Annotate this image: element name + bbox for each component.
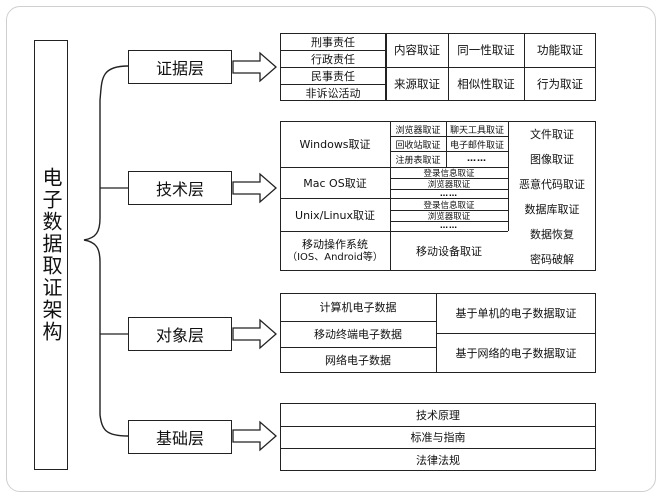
macos-forensics: Mac OS取证 — [303, 176, 367, 190]
password-cracking: 密码破解 — [530, 252, 574, 266]
computer-data: 计算机电子数据 — [319, 301, 397, 314]
layer-foundation-label: 基础层 — [155, 429, 204, 448]
win-chat-forensics: 聊天工具取证 — [449, 125, 504, 136]
win-more: …… — [467, 154, 487, 164]
win-email-forensics: 电子邮件取证 — [449, 140, 504, 151]
network-based-forensics: 基于网络的电子数据取证 — [455, 347, 577, 360]
win-registry-forensics: 注册表取证 — [395, 155, 441, 166]
similarity-forensics: 相似性取证 — [457, 77, 515, 91]
mac-browser-forensics: 浏览器取证 — [427, 179, 471, 190]
behavior-forensics: 行为取证 — [537, 77, 583, 91]
network-data: 网络电子数据 — [325, 354, 391, 367]
data-recovery: 数据恢复 — [530, 227, 574, 241]
win-browser-forensics: 浏览器取证 — [395, 125, 441, 136]
liability-criminal: 刑事责任 — [311, 35, 355, 49]
foundation-box — [280, 403, 596, 471]
layer-evidence-label: 证据层 — [155, 59, 204, 78]
layer-object-label: 对象层 — [155, 326, 204, 345]
mobile-os-cell: 移动操作系统 （IOS、Android等） — [280, 231, 390, 271]
architecture-title: 电子数据取证架构 — [39, 167, 63, 343]
technical-principles: 技术原理 — [416, 408, 460, 422]
win-recycle-forensics: 回收站取证 — [395, 140, 441, 151]
standards-guidelines: 标准与指南 — [410, 431, 466, 444]
unix-linux-forensics: Unix/Linux取证 — [295, 208, 375, 222]
function-forensics: 功能取证 — [537, 43, 583, 57]
liability-non-litigation: 非诉讼活动 — [305, 86, 361, 100]
liability-civil: 民事责任 — [311, 69, 355, 83]
layer-object: 对象层 — [128, 317, 232, 351]
identity-forensics: 同一性取证 — [457, 43, 515, 57]
source-forensics: 来源取证 — [394, 77, 440, 91]
database-forensics: 数据库取证 — [524, 202, 580, 216]
mac-more: …… — [440, 188, 458, 198]
unix-more: …… — [440, 221, 458, 230]
mobile-os-label: 移动操作系统 — [302, 237, 368, 251]
malware-forensics: 恶意代码取证 — [519, 177, 585, 191]
windows-forensics: Windows取证 — [299, 138, 371, 151]
architecture-title-box: 电子数据取证架构 — [34, 40, 68, 470]
technology-box — [280, 121, 596, 271]
unix-login-forensics: 登录信息取证 — [423, 200, 475, 211]
mobile-device-forensics: 移动设备取证 — [416, 245, 482, 258]
standalone-forensics: 基于单机的电子数据取证 — [455, 307, 577, 320]
liability-administrative: 行政责任 — [311, 52, 355, 66]
mobile-terminal-data: 移动终端电子数据 — [314, 328, 402, 341]
file-forensics: 文件取证 — [530, 127, 574, 141]
layer-technology-label: 技术层 — [155, 180, 204, 199]
unix-browser-forensics: 浏览器取证 — [427, 211, 471, 222]
laws-regulations: 法律法规 — [416, 453, 460, 467]
content-forensics: 内容取证 — [394, 43, 440, 57]
mobile-os-examples: （IOS、Android等） — [287, 251, 383, 263]
layer-evidence: 证据层 — [128, 50, 232, 84]
layer-technology: 技术层 — [128, 171, 232, 205]
mac-login-forensics: 登录信息取证 — [423, 168, 475, 179]
layer-foundation: 基础层 — [128, 420, 232, 454]
image-forensics: 图像取证 — [530, 152, 574, 166]
